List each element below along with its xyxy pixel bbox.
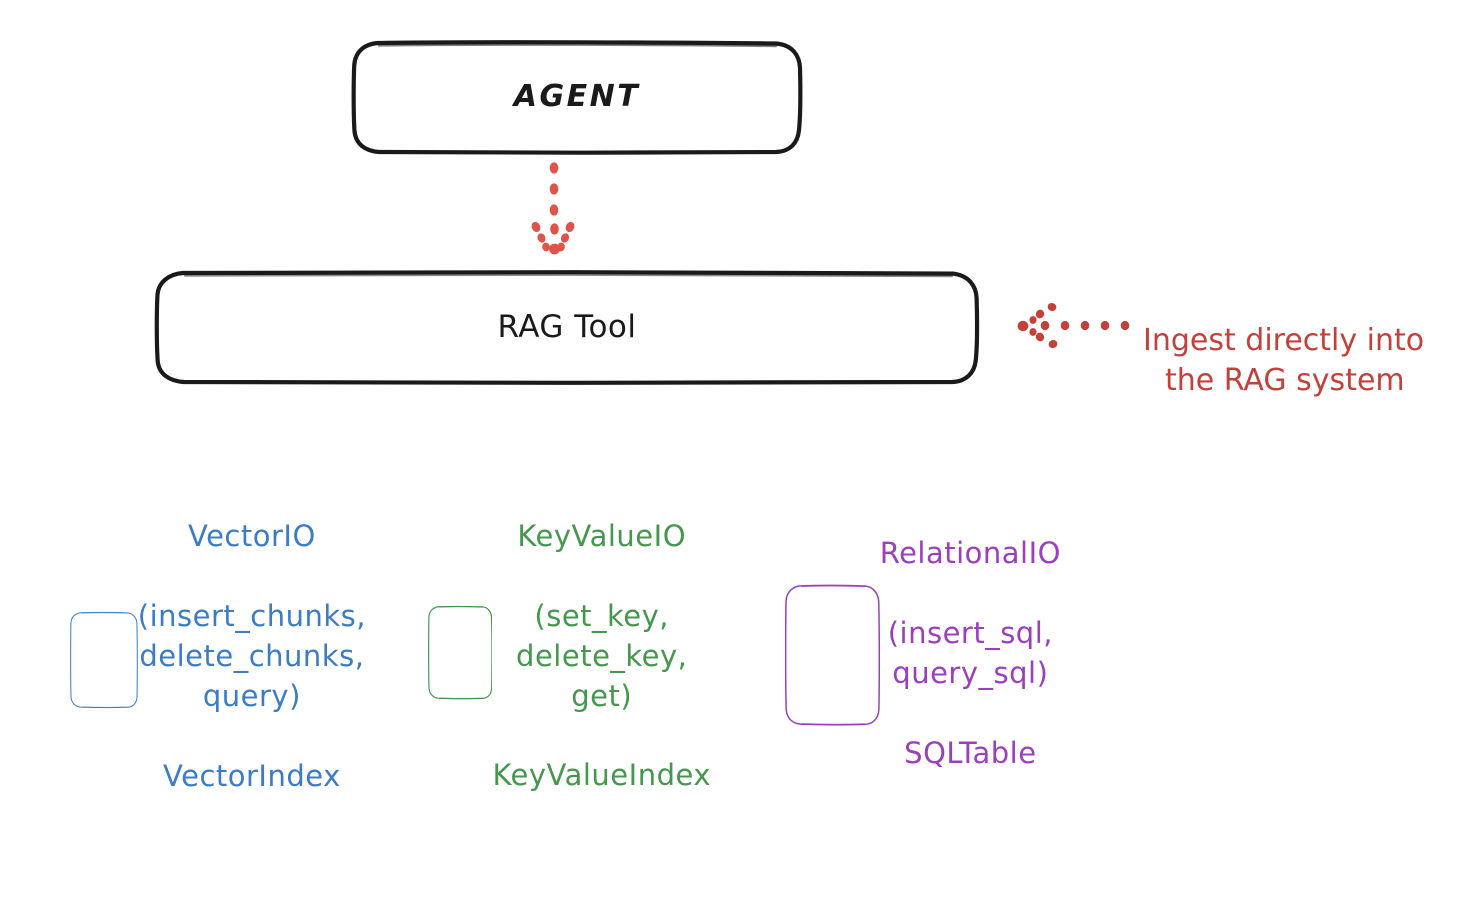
keyvalue-box-text: KeyValueIO (set_key, delete_key, get) Ke… [492,476,711,835]
keyvalue-methods-label: (set_key, delete_key, get) [516,598,688,713]
vector-resource-label: VectorIndex [163,758,341,793]
keyvalue-resource-label: KeyValueIndex [492,758,711,793]
vector-methods-label: (insert_chunks, delete_chunks, query) [137,599,366,714]
ingest-annotation-line2: the RAG system [1165,362,1405,398]
keyvalue-api-label: KeyValueIO [517,518,687,553]
rag-tool-box-outline [154,269,980,385]
provider-node-vector[interactable]: VectorIO (insert_chunks, delete_chunks, … [70,450,366,870]
dotted-arrow-left-icon [1017,302,1130,349]
vector-api-label: VectorIO [188,519,316,554]
relational-resource-label: SQLTable [904,735,1037,770]
keyvalue-box-outline [428,605,493,700]
provider-node-relational[interactable]: RelationalIO (insert_sql, query_sql) SQL… [785,450,1061,860]
dotted-arrow-down-icon [531,162,575,255]
relational-api-label: RelationalIO [879,536,1061,571]
relational-box-outline [785,584,880,726]
relational-box-text: RelationalIO (insert_sql, query_sql) SQL… [880,493,1061,812]
agent-label: AGENT [513,79,641,115]
agent-node[interactable]: AGENT [351,40,803,155]
ingest-annotation-line1: Ingest directly into [1143,322,1425,358]
vector-box-outline [70,611,138,709]
rag-tool-node[interactable]: RAG Tool [154,269,980,385]
provider-node-keyvalue[interactable]: KeyValueIO (set_key, delete_key, get) Ke… [428,448,711,857]
rag-tool-label: RAG Tool [497,308,637,345]
agent-box-outline [351,40,803,155]
relational-methods-label: (insert_sql, query_sql) [887,616,1053,691]
ingest-annotation: Ingest directly into the RAG system [1143,281,1473,441]
vector-box-text: VectorIO (insert_chunks, delete_chunks, … [138,476,366,835]
